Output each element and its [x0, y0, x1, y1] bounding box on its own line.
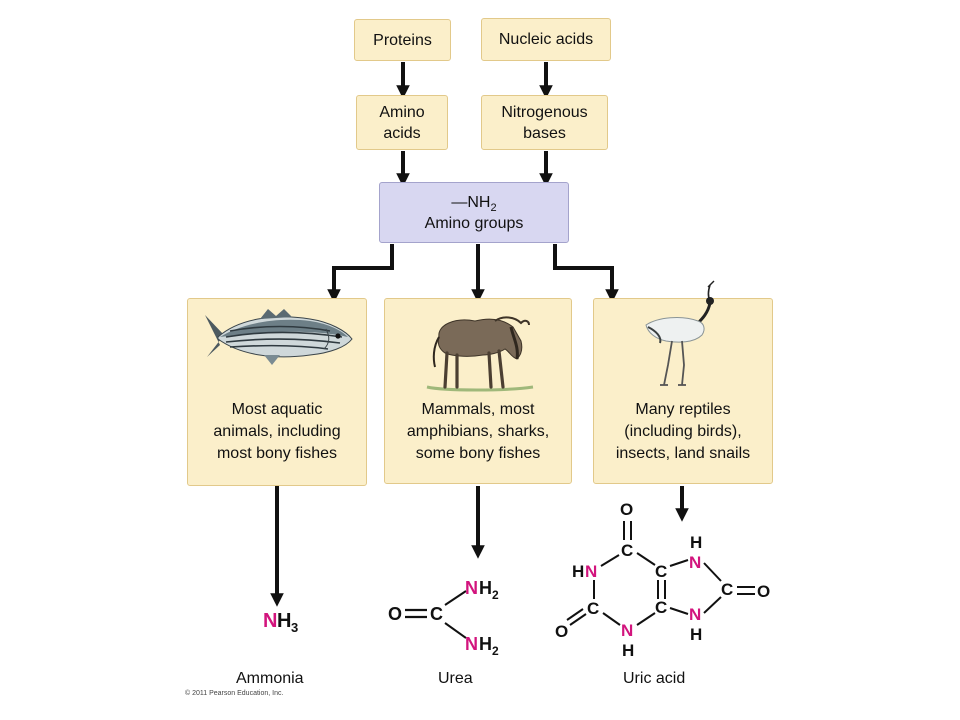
mammals-caption: Mammals, most amphibians, sharks, some b… [406, 401, 550, 462]
uric-n1-h-atom: H [572, 562, 584, 581]
urea-structure: O C N H 2 N H 2 [388, 578, 499, 658]
amino-acids-box: Amino acids [356, 95, 448, 150]
amino-groups-box: —NH2 Amino groups [379, 182, 569, 243]
uric-top-o-atom: O [620, 500, 633, 519]
uric-c8-o-atom: O [757, 582, 770, 601]
copyright-notice: © 2011 Pearson Education, Inc. [185, 690, 284, 697]
uric-n9-atom: N [689, 605, 701, 624]
uric-c2-atom: C [587, 599, 599, 618]
uric-c5-atom: C [655, 562, 667, 581]
uric-c8-atom: C [721, 580, 733, 599]
crane-illustration [645, 280, 715, 386]
urea-name: Urea [438, 670, 473, 687]
uric-c4-atom: C [655, 598, 667, 617]
nitrogenous-bases-box: Nitrogenous bases [481, 95, 608, 150]
uric-n1-atom: N [585, 562, 597, 581]
ammonia-structure: N H 3 [263, 610, 298, 635]
aquatic-animals-panel: Most aquatic animals, including most bon… [187, 298, 367, 486]
fish-illustration [205, 309, 353, 365]
urea-o-atom: O [388, 604, 402, 624]
uric-n7-h-atom: H [690, 533, 702, 552]
urea-top-h-subscript: 2 [492, 588, 499, 602]
ammonia-name: Ammonia [236, 670, 304, 687]
uric-c6-atom: C [621, 541, 633, 560]
ammonia-n-atom: N [263, 610, 277, 632]
uric-acid-name: Uric acid [623, 670, 686, 687]
amino-group-formula-sub: 2 [490, 201, 497, 214]
aquatic-animals-caption: Most aquatic animals, including most bon… [213, 401, 341, 462]
arrow-hub-to-aquatic [327, 244, 394, 303]
uric-n7-atom: N [689, 553, 701, 572]
uric-n3-h-atom: H [622, 641, 634, 660]
uric-n3-atom: N [621, 621, 633, 640]
amino-acids-label: Amino acids [379, 103, 425, 142]
amino-group-formula-main: —NH [451, 193, 491, 211]
urea-top-n-atom: N [465, 578, 478, 598]
amino-groups-label: Amino groups [424, 214, 524, 232]
proteins-box: Proteins [354, 19, 451, 61]
urea-bottom-n-atom: N [465, 634, 478, 654]
nucleic-acids-label: Nucleic acids [498, 31, 594, 48]
urea-c-atom: C [430, 604, 443, 624]
urea-bottom-h-subscript: 2 [492, 644, 499, 658]
ammonia-h-atom: H [277, 610, 291, 632]
wildebeest-illustration [426, 316, 534, 392]
mammals-panel: Mammals, most amphibians, sharks, some b… [384, 298, 572, 484]
reptiles-caption: Many reptiles (including birds), insects… [615, 401, 751, 462]
urea-bottom-h-atom: H [479, 634, 492, 654]
reptiles-panel: Many reptiles (including birds), insects… [593, 280, 773, 484]
arrow-hub-to-reptiles [553, 244, 619, 303]
uric-c2-o-atom: O [555, 622, 568, 641]
amino-group-formula: —NH2 [451, 192, 497, 214]
ammonia-h-subscript: 3 [291, 620, 298, 635]
nucleic-acids-box: Nucleic acids [481, 18, 611, 61]
uric-acid-structure: O C H N C O N H C C H N N H C O [555, 500, 770, 660]
uric-n9-h-atom: H [690, 625, 702, 644]
proteins-label: Proteins [373, 31, 432, 49]
urea-top-h-atom: H [479, 578, 492, 598]
nitrogenous-bases-label: Nitrogenous bases [501, 103, 588, 142]
